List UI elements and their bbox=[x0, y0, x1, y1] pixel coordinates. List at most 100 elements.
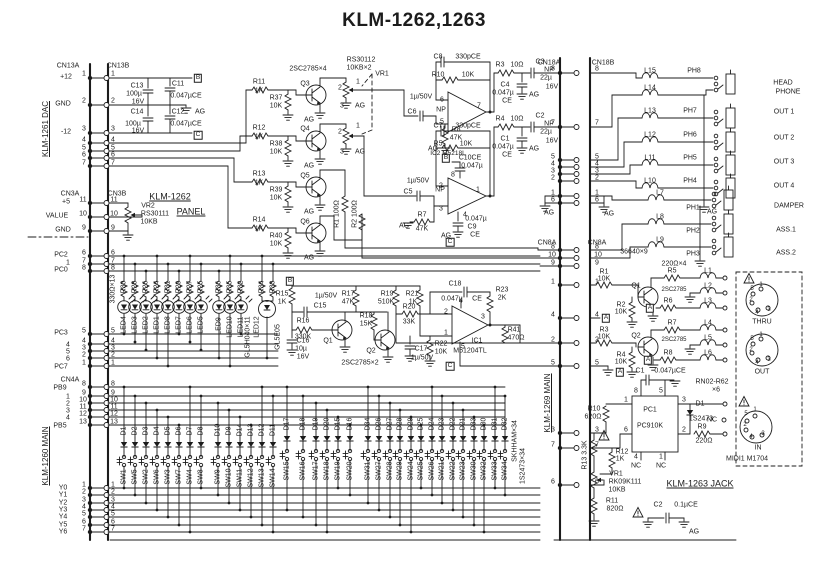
lbl-2: 2 bbox=[338, 128, 342, 136]
lbl-4: 4 bbox=[82, 503, 86, 511]
jack-board bbox=[539, 69, 736, 267]
lbl-ce: CE bbox=[502, 151, 512, 159]
lbl-q2: Q2 bbox=[631, 332, 641, 340]
lbl-7: 7 bbox=[551, 441, 555, 449]
lbl-12: 12 bbox=[79, 410, 87, 418]
lbl-16v: 16V bbox=[545, 83, 559, 91]
lbl-c4: C4 bbox=[500, 81, 510, 89]
lbl-l13: L13 bbox=[644, 107, 656, 115]
board-klm-1269-main: KLM-1269 MAIN bbox=[543, 373, 552, 433]
lbl-2: 2 bbox=[595, 336, 599, 344]
lbl-d14: D14 bbox=[236, 423, 244, 437]
lbl-1k: 1K bbox=[408, 298, 418, 306]
diode bbox=[225, 437, 233, 453]
lbl-10: 10Ω bbox=[510, 61, 524, 69]
pin-pair bbox=[557, 445, 580, 451]
lbl-33k: 33K bbox=[402, 318, 416, 326]
lbl-c2: C2 bbox=[535, 112, 545, 120]
lbl-d13: D13 bbox=[247, 423, 255, 437]
diode bbox=[269, 437, 277, 453]
lbl-1: 1 bbox=[66, 259, 70, 267]
lbl-8: 8 bbox=[634, 387, 638, 395]
diode bbox=[364, 431, 372, 447]
pin-pair bbox=[87, 348, 110, 354]
lbl-ag: AG bbox=[706, 208, 718, 216]
lbl-5: 5 bbox=[551, 153, 555, 161]
pin-pair bbox=[87, 529, 110, 535]
lbl-1: 1 bbox=[66, 393, 70, 401]
diode bbox=[375, 431, 383, 447]
lbl-10k: 10K bbox=[614, 308, 628, 316]
transistor-q1-mid bbox=[331, 319, 353, 341]
lbl-led6: LED6 bbox=[186, 316, 194, 334]
lbl-4: 4 bbox=[463, 211, 467, 219]
lbl-7: 7 bbox=[595, 119, 599, 127]
lbl-1k: 1K bbox=[254, 87, 264, 95]
transistor-q4 bbox=[305, 130, 327, 152]
lbl-l12: L12 bbox=[644, 131, 656, 139]
lbl-d26: D26 bbox=[375, 417, 383, 431]
lbl-ph2: PH2 bbox=[686, 227, 700, 235]
pin-pair bbox=[87, 331, 110, 337]
lbl-r3: R3 bbox=[495, 61, 505, 69]
lbl-r4: R4 bbox=[616, 351, 626, 359]
jack-out2: OUT 2 bbox=[773, 134, 795, 142]
pin-pair bbox=[557, 363, 580, 369]
lbl-led5: LED5 bbox=[197, 316, 205, 334]
lbl-q2: Q2 bbox=[366, 347, 376, 355]
lbl-2: 2 bbox=[743, 422, 747, 428]
pin-pair bbox=[87, 228, 110, 234]
lbl-r4: R4 bbox=[495, 115, 505, 123]
lbl-330pce: 330pCE bbox=[455, 53, 481, 61]
diode bbox=[501, 431, 509, 447]
lbl-q1: Q1 bbox=[323, 337, 333, 345]
vr2-block bbox=[107, 202, 143, 241]
lbl-2: 2 bbox=[338, 84, 342, 92]
lbl-1k: 1K bbox=[615, 455, 625, 463]
lbl-10k: 10K bbox=[461, 71, 475, 79]
pin-pair bbox=[87, 492, 110, 498]
lbl-sw7: SW7 bbox=[175, 469, 183, 485]
lbl-c7: C7 bbox=[433, 122, 443, 130]
lbl-10: 10µ bbox=[295, 345, 307, 353]
lbl-r41: R41 bbox=[507, 326, 521, 334]
lbl-sw33: SW33 bbox=[491, 461, 499, 481]
lbl-5: 5 bbox=[82, 144, 86, 152]
lbl-6: 6 bbox=[82, 151, 86, 159]
lbl-vr1: VR1 bbox=[609, 470, 623, 478]
lbl-nc: NC bbox=[706, 416, 718, 424]
lbl-4: 4 bbox=[595, 311, 599, 319]
lbl-q5: Q5 bbox=[300, 172, 310, 180]
lbl-d11: D11 bbox=[269, 423, 277, 437]
lbl-r11: R11 bbox=[252, 78, 266, 86]
lbl-d33: D33 bbox=[470, 417, 478, 431]
lbl-620: 620Ω bbox=[584, 413, 602, 421]
power-section bbox=[107, 77, 253, 229]
lbl-r13-3-3k: R13 3.3K bbox=[581, 440, 589, 470]
lbl-sw5: SW5 bbox=[131, 469, 139, 485]
diode bbox=[236, 437, 244, 453]
lbl-47k: 47K bbox=[341, 298, 355, 306]
lbl-r19: R19 bbox=[380, 290, 394, 298]
lbl-510k: 510K bbox=[377, 298, 395, 306]
lbl-c18: C18 bbox=[448, 280, 462, 288]
lbl-c16: C16 bbox=[296, 337, 310, 345]
lbl-l11: L11 bbox=[644, 154, 656, 162]
lbl-a: A bbox=[645, 303, 655, 313]
lbl-10k: 10K bbox=[434, 348, 448, 356]
diode bbox=[120, 437, 128, 453]
lbl-r1: R1 bbox=[599, 268, 609, 276]
lbl-1: 1 bbox=[111, 481, 115, 489]
lbl-c6: C6 bbox=[407, 108, 417, 116]
lbl-pc2: PC2 bbox=[54, 251, 68, 259]
lbl-2: 2 bbox=[682, 426, 686, 434]
lbl-1: 1 bbox=[444, 329, 448, 337]
lbl-10k: 10K bbox=[269, 240, 283, 248]
lbl-d25: D25 bbox=[417, 417, 425, 431]
pin-pair bbox=[557, 70, 580, 76]
lbl-d23: D23 bbox=[438, 417, 446, 431]
lbl-sw28: SW28 bbox=[386, 461, 394, 481]
lbl-1: 1 bbox=[759, 282, 763, 288]
lbl-1: 1 bbox=[551, 189, 555, 197]
lbl-7: 7 bbox=[82, 257, 86, 265]
